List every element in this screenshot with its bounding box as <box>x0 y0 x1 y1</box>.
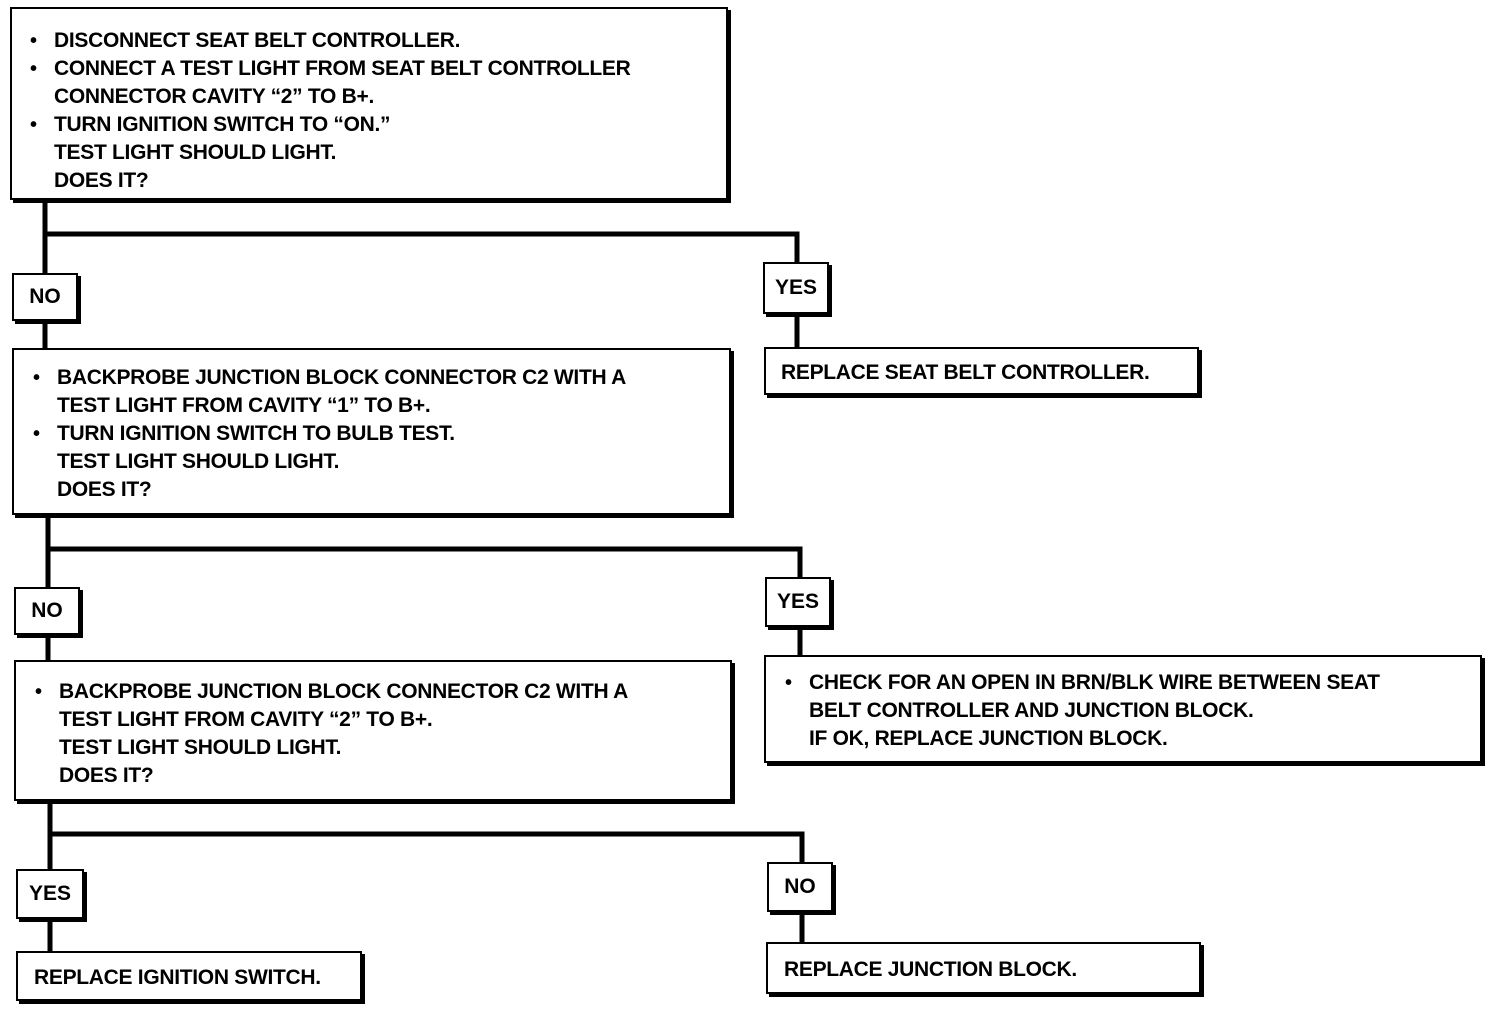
check-open-list: CHECK FOR AN OPEN IN BRN/BLK WIRE BETWEE… <box>781 669 1480 753</box>
step1-list: DISCONNECT SEAT BELT CONTROLLER.CONNECT … <box>26 27 726 195</box>
text-line: TEST LIGHT SHOULD LIGHT. <box>54 141 337 164</box>
text-line: TEST LIGHT SHOULD LIGHT. <box>59 736 342 759</box>
no-label-3: NO <box>767 862 833 912</box>
bullet-line: TURN IGNITION SWITCH TO BULB TEST. <box>29 420 729 448</box>
replace-ignition-switch-text: REPLACE IGNITION SWITCH. <box>34 966 321 989</box>
replace-junction-block-text: REPLACE JUNCTION BLOCK. <box>784 958 1077 981</box>
no-label-1: NO <box>12 273 78 321</box>
bullet-line: CHECK FOR AN OPEN IN BRN/BLK WIRE BETWEE… <box>781 669 1480 697</box>
bullet-line: TURN IGNITION SWITCH TO “ON.” <box>26 111 726 139</box>
yes-label-1: YES <box>763 262 829 314</box>
bullet-line: DISCONNECT SEAT BELT CONTROLLER. <box>26 27 726 55</box>
text-line: CONNECTOR CAVITY “2” TO B+. <box>54 85 374 108</box>
branch-line-step1 <box>42 197 800 278</box>
branch-line-step3 <box>47 797 805 875</box>
replace-seat-belt-controller-text: REPLACE SEAT BELT CONTROLLER. <box>781 361 1150 384</box>
text-line: TEST LIGHT FROM CAVITY “1” TO B+. <box>57 394 431 417</box>
step2-list: BACKPROBE JUNCTION BLOCK CONNECTOR C2 WI… <box>29 364 729 504</box>
check-open-box: CHECK FOR AN OPEN IN BRN/BLK WIRE BETWEE… <box>764 655 1482 763</box>
branch-line-step2 <box>45 512 803 593</box>
text-line: DOES IT? <box>54 169 149 192</box>
replace-junction-block-box: REPLACE JUNCTION BLOCK. <box>766 942 1201 994</box>
yes-label-3: YES <box>16 869 84 919</box>
step3-box: BACKPROBE JUNCTION BLOCK CONNECTOR C2 WI… <box>14 660 732 801</box>
text-line: IF OK, REPLACE JUNCTION BLOCK. <box>809 727 1168 750</box>
no-label-2: NO <box>14 587 80 635</box>
bullet-line: BACKPROBE JUNCTION BLOCK CONNECTOR C2 WI… <box>31 678 730 706</box>
text-line: DOES IT? <box>57 478 152 501</box>
step3-list: BACKPROBE JUNCTION BLOCK CONNECTOR C2 WI… <box>31 678 730 790</box>
bullet-line: CONNECT A TEST LIGHT FROM SEAT BELT CONT… <box>26 55 726 83</box>
step1-box: DISCONNECT SEAT BELT CONTROLLER.CONNECT … <box>10 7 728 200</box>
bullet-line: BACKPROBE JUNCTION BLOCK CONNECTOR C2 WI… <box>29 364 729 392</box>
text-line: TEST LIGHT FROM CAVITY “2” TO B+. <box>59 708 433 731</box>
replace-seat-belt-controller-box: REPLACE SEAT BELT CONTROLLER. <box>764 347 1199 395</box>
replace-ignition-switch-box: REPLACE IGNITION SWITCH. <box>16 951 362 1001</box>
text-line: BELT CONTROLLER AND JUNCTION BLOCK. <box>809 699 1254 722</box>
text-line: DOES IT? <box>59 764 154 787</box>
yes-label-2: YES <box>765 577 831 627</box>
step2-box: BACKPROBE JUNCTION BLOCK CONNECTOR C2 WI… <box>12 348 731 515</box>
text-line: TEST LIGHT SHOULD LIGHT. <box>57 450 340 473</box>
